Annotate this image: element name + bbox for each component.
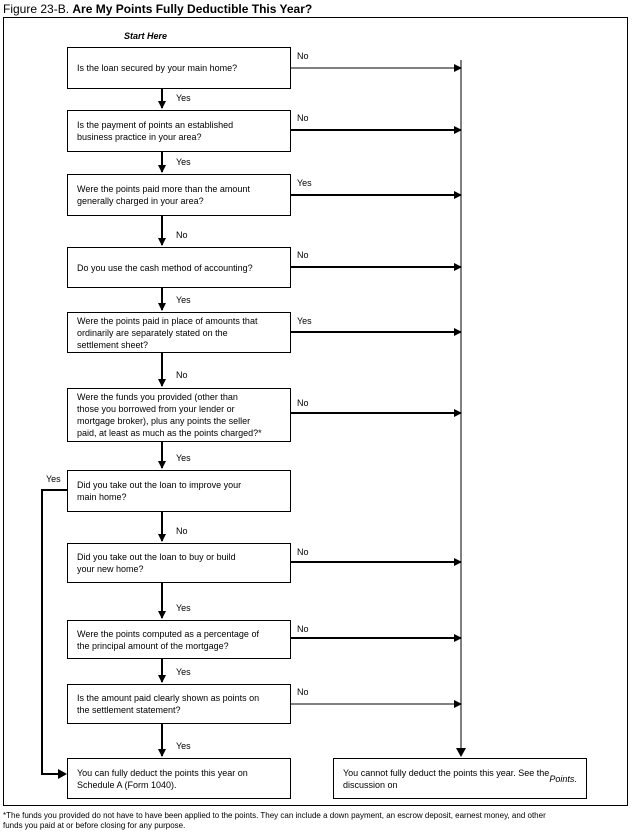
left-label-7: Yes [46,474,61,484]
question-box-1: Is the loan secured by your main home? [67,47,291,89]
right-label-10: No [297,687,309,697]
flowchart-frame [3,17,628,806]
down-label-9: Yes [176,667,191,677]
outcome-cannot-text: You cannot fully deduct the points this … [343,767,550,790]
figure-number: Figure 23-B. [3,2,70,16]
right-label-8: No [297,547,309,557]
right-label-2: No [297,113,309,123]
question-box-2: Is the payment of points an established … [67,110,291,152]
down-label-5: No [176,370,188,380]
right-label-6: No [297,398,309,408]
outcome-cannot-suffix: . [574,773,577,784]
down-label-4: Yes [176,295,191,305]
right-label-9: No [297,624,309,634]
figure-name: Are My Points Fully Deductible This Year… [72,2,313,16]
question-box-7: Did you take out the loan to improve you… [67,470,291,512]
down-label-6: Yes [176,453,191,463]
right-label-4: No [297,250,309,260]
right-trunk-arrowhead [456,748,466,757]
right-label-3: Yes [297,178,312,188]
question-box-5: Were the points paid in place of amounts… [67,312,291,353]
down-label-7: No [176,526,188,536]
outcome-cannot-deduct-box: You cannot fully deduct the points this … [333,758,587,799]
down-label-2: Yes [176,157,191,167]
footnote: *The funds you provided do not have to h… [3,811,546,830]
down-label-8: Yes [176,603,191,613]
question-box-10: Is the amount paid clearly shown as poin… [67,684,291,724]
left-yes-bypass [41,489,67,775]
down-label-3: No [176,230,188,240]
left-yes-arrowhead [58,769,67,779]
question-box-4: Do you use the cash method of accounting… [67,247,291,288]
question-box-9: Were the points computed as a percentage… [67,620,291,659]
down-label-10: Yes [176,741,191,751]
figure-title: Figure 23-B. Are My Points Fully Deducti… [3,2,312,16]
question-box-8: Did you take out the loan to buy or buil… [67,543,291,583]
outcome-cannot-emphasis: Points [549,773,575,784]
down-label-1: Yes [176,93,191,103]
start-here-label: Start Here [124,31,168,41]
outcome-deduct-box: You can fully deduct the points this yea… [67,758,291,799]
question-box-3: Were the points paid more than the amoun… [67,174,291,216]
question-box-6: Were the funds you provided (other than … [67,388,291,442]
right-label-5: Yes [297,316,312,326]
right-label-1: No [297,51,309,61]
